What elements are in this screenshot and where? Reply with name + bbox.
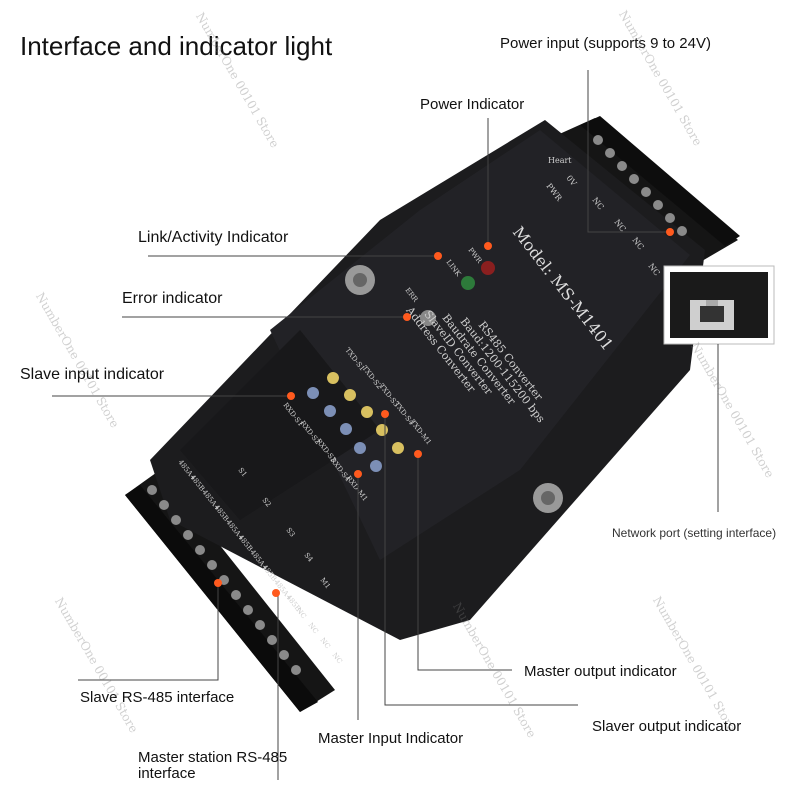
rs485-terminal-screws: [147, 485, 301, 675]
master-output-label: Master output indicator: [524, 663, 677, 680]
master-input-label: Master Input Indicator: [318, 730, 464, 747]
device-body: [150, 120, 705, 640]
link-activity-label: Link/Activity Indicator: [138, 229, 289, 246]
screw-top: [345, 265, 375, 295]
network-port-label: Network port (setting interface): [612, 526, 777, 540]
port-label: S3: [284, 526, 296, 538]
terminal-label: NC: [318, 636, 331, 650]
slaver-output-label: Slaver output indicator: [592, 718, 742, 735]
link-led: [461, 276, 475, 290]
rxd-leds: [307, 387, 382, 472]
err-led: [420, 310, 436, 326]
callout-dots: [214, 228, 674, 597]
error-indicator-label: Error indicator: [122, 290, 223, 307]
screw-bottom: [533, 483, 563, 513]
terminal-label: NC: [330, 651, 343, 665]
network-port-inset: [663, 265, 775, 345]
callout-lines: [52, 70, 719, 780]
terminal-label: Heart: [548, 156, 572, 165]
terminal-label: NC: [306, 621, 319, 635]
pwr-led: [481, 261, 495, 275]
slave-input-label: Slave input indicator: [20, 366, 165, 383]
power-indicator-label: Power Indicator: [420, 96, 525, 113]
port-label: S2: [260, 496, 272, 508]
power-input-label: Power input (supports 9 to 24V): [500, 35, 711, 52]
power-terminal-screws: [593, 135, 687, 236]
slave-rs485-label: Slave RS-485 interface: [80, 689, 235, 706]
page-title: Interface and indicator light: [20, 31, 333, 61]
port-label: S1: [236, 466, 248, 478]
master-rs485-label: Master station RS-485 interface: [138, 749, 288, 782]
